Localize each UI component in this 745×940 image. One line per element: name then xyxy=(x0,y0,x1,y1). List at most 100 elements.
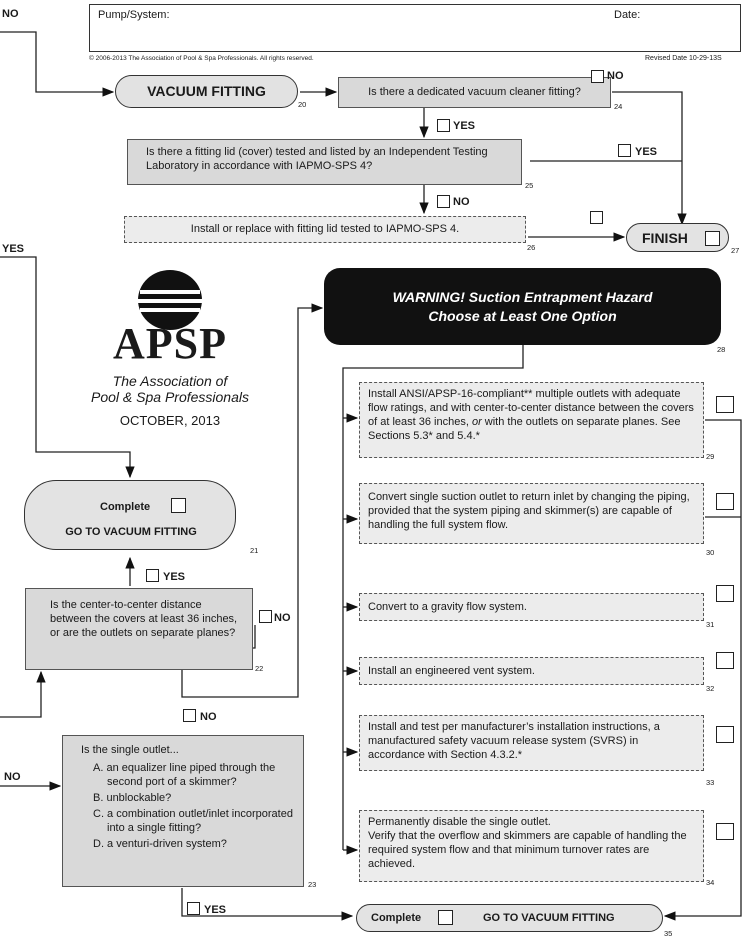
q23-no-label: NO xyxy=(200,711,217,723)
option-32-checkbox[interactable] xyxy=(716,652,734,669)
step-number-21: 21 xyxy=(250,546,259,555)
q22-yes-label: YES xyxy=(163,571,186,583)
question-24-box: Is there a dedicated vacuum cleaner fitt… xyxy=(338,77,611,108)
question-25-box: Is there a fitting lid (cover) tested an… xyxy=(127,139,522,185)
finish-checkbox[interactable] xyxy=(705,231,720,246)
q24-no-label: NO xyxy=(607,70,624,82)
complete-35-goto: GO TO VACUUM FITTING xyxy=(483,912,615,924)
a26-checkbox[interactable] xyxy=(590,211,603,224)
publication-date: OCTOBER, 2013 xyxy=(119,413,221,428)
question-22-text: Is the center-to-center distance between… xyxy=(50,599,238,639)
warning-line-2: Choose at Least One Option xyxy=(428,308,617,324)
option-30-checkbox[interactable] xyxy=(716,493,734,510)
option-34-text: Verify that the overflow and skimmers ar… xyxy=(368,830,687,870)
q25-no-checkbox[interactable] xyxy=(437,195,450,208)
option-29-text-or: or xyxy=(471,416,482,428)
no-label-left-q23: NO xyxy=(4,771,21,783)
option-32-box: Install an engineered vent system. xyxy=(359,657,704,685)
option-32-text: Install an engineered vent system. xyxy=(368,665,535,677)
question-25-text: Is there a fitting lid (cover) tested an… xyxy=(146,146,488,172)
question-23-intro: Is the single outlet... xyxy=(81,744,179,756)
option-29-text-a: Install ANSI/APSP-16-compliant** multipl… xyxy=(368,388,694,428)
step-number-25: 25 xyxy=(525,181,534,190)
step-number-33: 33 xyxy=(706,778,715,787)
q22-yes-checkbox[interactable] xyxy=(146,569,159,582)
option-29-text: Install ANSI/APSP-16-compliant** multipl… xyxy=(368,387,697,443)
q22-no-checkbox[interactable] xyxy=(259,610,272,623)
option-31-box: Convert to a gravity flow system. xyxy=(359,593,704,621)
step-number-23: 23 xyxy=(308,880,317,889)
question-24-text: Is there a dedicated vacuum cleaner fitt… xyxy=(368,86,581,98)
step-number-31: 31 xyxy=(706,620,715,629)
q23-yes-checkbox[interactable] xyxy=(187,902,200,915)
warning-line-1: WARNING! Suction Entrapment Hazard xyxy=(392,289,653,305)
apsp-brand-text: APSP xyxy=(113,319,227,368)
action-26-box: Install or replace with fitting lid test… xyxy=(124,216,526,243)
finish-terminal: FINISH xyxy=(626,223,729,252)
step-number-27: 27 xyxy=(731,246,740,255)
step-number-29: 29 xyxy=(706,452,715,461)
step-number-30: 30 xyxy=(706,548,715,557)
copyright-text: © 2006-2013 The Association of Pool & Sp… xyxy=(89,55,314,62)
option-30-box: Convert single suction outlet to return … xyxy=(359,483,704,544)
q24-yes-checkbox[interactable] xyxy=(437,119,450,132)
step-number-26: 26 xyxy=(527,243,536,252)
org-name-line-2: Pool & Spa Professionals xyxy=(91,389,249,405)
org-name-line-1: The Association of xyxy=(112,373,228,389)
q22-no-label: NO xyxy=(274,612,291,624)
step-number-35: 35 xyxy=(664,929,673,938)
complete-21-terminal: Complete GO TO VACUUM FITTING xyxy=(24,480,236,550)
q25-yes-label: YES xyxy=(635,146,658,158)
question-22-box: Is the center-to-center distance between… xyxy=(25,588,253,670)
q24-yes-label: YES xyxy=(453,120,476,132)
option-33-checkbox[interactable] xyxy=(716,726,734,743)
q23-option-b: B. unblockable? xyxy=(93,792,172,804)
step-number-24: 24 xyxy=(614,102,623,111)
header-form: Pump/System: Date: xyxy=(89,4,741,52)
step-number-34: 34 xyxy=(706,878,715,887)
complete-21-goto: GO TO VACUUM FITTING xyxy=(65,526,197,538)
option-29-checkbox[interactable] xyxy=(716,396,734,413)
q25-yes-checkbox[interactable] xyxy=(618,144,631,157)
complete-35-checkbox[interactable] xyxy=(438,910,453,925)
q25-no-label: NO xyxy=(453,196,470,208)
pump-system-label: Pump/System: xyxy=(98,9,170,21)
option-31-text: Convert to a gravity flow system. xyxy=(368,601,527,613)
q24-no-checkbox[interactable] xyxy=(591,70,604,83)
complete-35-terminal: Complete GO TO VACUUM FITTING xyxy=(356,904,663,932)
option-29-box: Install ANSI/APSP-16-compliant** multipl… xyxy=(359,382,704,458)
date-label: Date: xyxy=(614,9,641,21)
yes-label-left: YES xyxy=(2,243,25,255)
q23-option-c: C. a combination outlet/inlet incorporat… xyxy=(93,808,293,834)
finish-text: FINISH xyxy=(642,230,688,246)
step-number-28: 28 xyxy=(717,345,726,354)
vacuum-fitting-start: VACUUM FITTING xyxy=(115,75,298,108)
apsp-emblem-icon xyxy=(138,270,202,330)
no-label-top-left: NO xyxy=(2,8,19,20)
action-26-text: Install or replace with fitting lid test… xyxy=(190,223,460,235)
option-34-checkbox[interactable] xyxy=(716,823,734,840)
option-31-checkbox[interactable] xyxy=(716,585,734,602)
q23-no-checkbox[interactable] xyxy=(183,709,196,722)
apsp-logo: APSP The Association of Pool & Spa Profe… xyxy=(80,268,260,428)
step-number-22: 22 xyxy=(255,664,264,673)
step-number-20: 20 xyxy=(298,100,307,109)
option-34-box: Permanently disable the single outlet. V… xyxy=(359,810,704,882)
complete-21-checkbox[interactable] xyxy=(171,498,186,513)
q23-yes-label: YES xyxy=(204,904,227,916)
complete-21-label: Complete xyxy=(100,501,151,513)
step-number-32: 32 xyxy=(706,684,715,693)
complete-35-label: Complete xyxy=(371,912,422,924)
warning-banner: WARNING! Suction Entrapment Hazard Choos… xyxy=(324,268,721,345)
option-33-box: Install and test per manufacturer’s inst… xyxy=(359,715,704,771)
q23-option-d: D. a venturi-driven system? xyxy=(93,838,227,850)
option-33-text: Install and test per manufacturer’s inst… xyxy=(368,721,660,761)
revised-date: Revised Date 10-29-13S xyxy=(645,55,722,62)
option-34-line-1: Permanently disable the single outlet. xyxy=(368,816,551,828)
option-30-text: Convert single suction outlet to return … xyxy=(368,491,690,531)
vacuum-fitting-title: VACUUM FITTING xyxy=(147,83,266,99)
question-23-box: Is the single outlet... A. an equalizer … xyxy=(62,735,304,887)
option-29-text-b: with the outlets on separate planes. See… xyxy=(368,416,681,442)
q23-option-a: A. an equalizer line piped through the s… xyxy=(93,762,276,788)
